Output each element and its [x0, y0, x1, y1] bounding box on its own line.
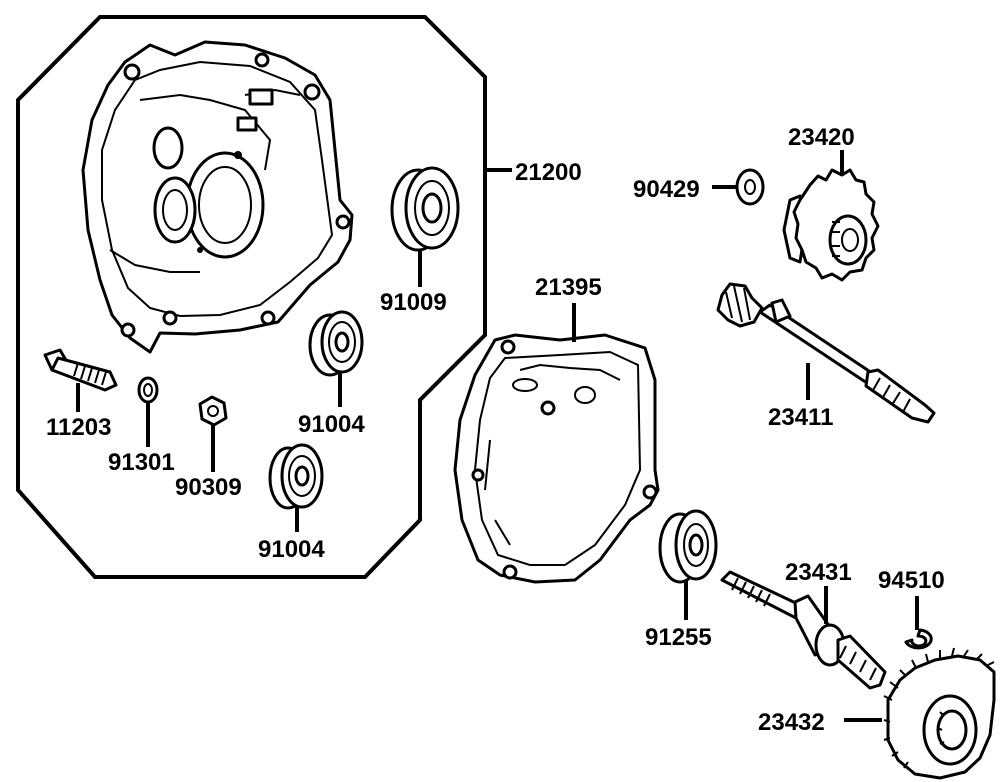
drive-shaft[interactable] [716, 282, 936, 424]
small-washer[interactable] [137, 376, 159, 404]
label-91255: 91255 [645, 624, 712, 651]
final-gear[interactable] [883, 647, 996, 780]
housing-cover[interactable] [81, 40, 354, 354]
label-91009: 91009 [380, 289, 447, 316]
label-90429: 90429 [633, 176, 700, 203]
label-23431: 23431 [785, 559, 852, 586]
label-91004-mid: 91004 [298, 411, 365, 438]
label-23432: 23432 [758, 709, 825, 736]
bearing-right[interactable] [658, 509, 718, 584]
washer-top[interactable] [735, 168, 765, 206]
top-gear[interactable] [782, 168, 880, 282]
label-11203: 11203 [46, 414, 111, 441]
stud-bolt[interactable] [43, 348, 118, 392]
leader-lines [76, 150, 919, 722]
circlip[interactable] [904, 628, 933, 650]
label-91301: 91301 [108, 449, 175, 476]
label-21200: 21200 [515, 159, 582, 186]
bearing-large[interactable] [390, 166, 460, 252]
label-91004-low: 91004 [258, 536, 325, 563]
bearing-low[interactable] [268, 443, 324, 510]
label-23420: 23420 [788, 124, 855, 151]
label-94510: 94510 [878, 567, 945, 594]
label-23411: 23411 [768, 404, 833, 431]
housing-assembly-outline [16, 15, 487, 579]
bearing-mid[interactable] [308, 310, 364, 377]
nut[interactable] [198, 395, 228, 427]
label-90309: 90309 [175, 474, 242, 501]
gasket[interactable] [453, 333, 660, 584]
label-21395: 21395 [535, 274, 602, 301]
output-shaft[interactable] [720, 570, 887, 690]
